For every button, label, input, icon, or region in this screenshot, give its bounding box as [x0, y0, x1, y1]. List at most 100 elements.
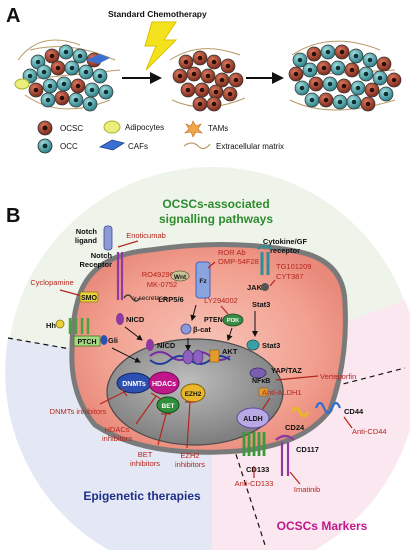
cd133-label: CD133 [246, 465, 269, 474]
epigenetic-title: Epigenetic therapies [83, 489, 201, 503]
cytokine-receptor-line2: receptor [270, 246, 300, 255]
caf-legend-icon [98, 139, 126, 151]
cytokine-receptor-icon [260, 252, 270, 275]
imatinib-label: Imatinib [294, 485, 320, 494]
cytokine-receptor-line1: Cytokine/GF [263, 237, 308, 246]
legend-adipocytes: Adipocytes [125, 123, 164, 132]
secretase-label: γ-secretase [133, 295, 167, 302]
legend-cafs: CAFs [128, 142, 148, 151]
nicd-nuclear-label: NICD [157, 341, 176, 350]
cd133-icon [242, 432, 266, 456]
cd24-icon [290, 406, 310, 418]
dnmts-label: DNMTs [122, 381, 146, 388]
legend: OCSC OCC Adipocytes CAFs TAMs Extracellu… [37, 120, 284, 154]
enoticumab-label: Enoticumab [126, 231, 166, 240]
notch-ligand-line1: Notch [76, 227, 98, 236]
fz-label: Fz [199, 278, 207, 285]
notch-pathway: Notch ligand Notch Receptor Enoticumab R… [75, 225, 182, 351]
hh-label: Hh [46, 321, 56, 330]
panel-a-label: A [6, 5, 20, 27]
panel-b: B OCSCs-associated signalling pathways D… [5, 167, 410, 550]
hdacs-inhibitors-line1: HDACs [104, 425, 129, 434]
tam-legend-icon [184, 120, 203, 138]
pten-label: PTEN [204, 317, 223, 324]
chemotherapy-lightning-icon [144, 21, 178, 71]
pi3k-label: PI3K [227, 318, 239, 324]
pi3k-node [222, 313, 244, 327]
nicd-label: NICD [126, 315, 145, 324]
nfkb-label: NFκB [252, 378, 270, 385]
wnt-pathway: Wnt Fz ROR Ab OMP-54F28 LRP5/6 β-cat [158, 248, 259, 351]
markers-group: Anti-ALDH1 ALDH CD24 CD44 Anti-CD44 CD11… [235, 388, 387, 494]
anti-cd44-label: Anti-CD44 [352, 427, 387, 436]
ror-ab-label: ROR Ab [218, 248, 246, 257]
panel-a: A Standard Chemotherapy OCSC [6, 5, 402, 154]
bet-label: BET [162, 403, 175, 410]
jak-stat-pathway: Cytokine/GF receptor JAK TG101209 CYT387… [204, 237, 356, 397]
notch-ligand-icon [103, 225, 113, 251]
epigenetic-inhibitor-lines [99, 387, 195, 449]
wnt-label: Wnt [174, 274, 187, 281]
anti-cd133-label: Anti-CD133 [235, 479, 274, 488]
hdacs-node: HDACs [148, 371, 180, 395]
anti-aldh1-label: Anti-ALDH1 [262, 388, 302, 397]
cd44-icon [314, 401, 342, 415]
hdacs-inhibitors-line2: inhibitors [102, 434, 132, 443]
cyt387-label: CYT387 [276, 272, 304, 281]
ptch-receptor-icon [68, 318, 90, 334]
ecm-legend-icon [183, 142, 211, 150]
fz-receptor-icon [195, 261, 211, 299]
legend-ocsc: OCSC [60, 124, 83, 133]
legend-occ: OCC [60, 142, 78, 151]
omp54f28-label: OMP-54F28 [218, 257, 259, 266]
dnmts-inhibitors-label: DNMTs inhibitors [50, 407, 107, 416]
legend-ecm: Extracellular matrix [216, 142, 284, 151]
markers-title: OCSCs Markers [277, 519, 368, 533]
tumor-cluster-relapse [288, 40, 402, 112]
notch-receptor-line1: Notch [91, 251, 113, 260]
ezh2-inhibitors-line2: inhibitors [175, 460, 205, 469]
ezh2-node: EZH2 [180, 383, 206, 403]
aldh-node [236, 407, 270, 429]
smo-label: SMO [81, 295, 98, 302]
stat3-nuclear-label: Stat3 [262, 341, 280, 350]
pathways-title-line1: OCSCs-associated [162, 197, 269, 211]
akt-label: AKT [222, 347, 238, 356]
notch-receptor-line2: Receptor [79, 260, 112, 269]
verteporfin-label: Verteporfin [320, 372, 356, 381]
ptch-node [73, 335, 101, 347]
gli-label: Gli [108, 336, 118, 345]
smo-node [79, 291, 99, 303]
ly294002-label: LY294002 [204, 296, 238, 305]
secretase-icon [123, 294, 141, 302]
mk0752-label: MK-0752 [147, 280, 177, 289]
bet-inhibitors-line2: inhibitors [130, 459, 160, 468]
bcat-label: β-cat [193, 325, 211, 334]
adipocyte-legend-icon [103, 120, 121, 134]
legend-tams: TAMs [208, 124, 228, 133]
cd44-label: CD44 [344, 407, 364, 416]
bet-inhibitors-line1: BET [138, 450, 153, 459]
pathways-title-line2: signalling pathways [159, 212, 273, 226]
notch-receptor-icon [116, 252, 124, 300]
cd117-label: CD117 [296, 445, 319, 454]
tg101209-label: TG101209 [276, 262, 311, 271]
chemotherapy-label: Standard Chemotherapy [108, 9, 207, 19]
dna-strands [149, 349, 231, 365]
lrp-label: LRP5/6 [158, 295, 183, 304]
yap-node [258, 387, 269, 397]
hedgehog-pathway: Cyclopamine SMO PTCH Hh Gli [30, 278, 141, 363]
yap-taz-label: YAP/TAZ [271, 366, 302, 375]
bet-node: BET [156, 396, 180, 414]
cd24-label: CD24 [285, 423, 305, 432]
jak-label: JAK [247, 283, 263, 292]
ezh2-inhibitors-line1: EZH2 [180, 451, 199, 460]
stat3-label: Stat3 [252, 300, 270, 309]
hdacs-label: HDACs [152, 381, 176, 388]
panel-b-label: B [6, 205, 20, 227]
tumor-cluster-residual [169, 48, 246, 112]
ro4929047-label: RO4929047 [142, 270, 182, 279]
ezh2-label: EZH2 [185, 391, 202, 398]
notch-ligand-line2: ligand [75, 236, 98, 245]
